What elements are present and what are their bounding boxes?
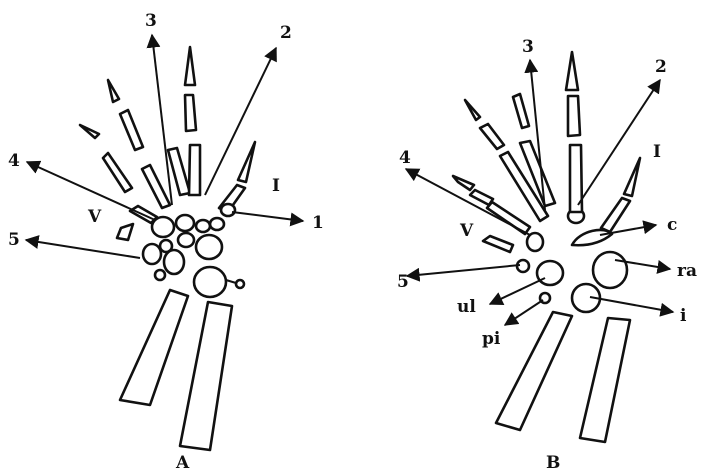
caption-a: A: [175, 453, 190, 473]
label-i-b: i: [680, 306, 687, 326]
label-c-b: c: [667, 215, 677, 235]
label-4-a: 4: [8, 151, 20, 171]
radius-b: [580, 318, 630, 442]
label-ra-b: ra: [677, 261, 697, 281]
arrow-5-b: [407, 265, 520, 276]
carpals-a: [143, 215, 244, 297]
caption-b: B: [546, 453, 560, 473]
radius-a: [180, 302, 232, 450]
arrow-pi-b: [505, 300, 543, 325]
label-pi-b: pi: [482, 329, 501, 349]
digit-iii-a: [108, 80, 170, 208]
ulna-a: [120, 290, 188, 405]
label-1-a: 1: [312, 213, 324, 233]
digit-ii-a: [168, 148, 190, 195]
label-3-b: 3: [522, 37, 534, 57]
arrow-i-b: [590, 297, 673, 312]
label-5-a: 5: [8, 230, 20, 250]
arrow-1-a: [232, 212, 303, 221]
digit-v-a: [117, 224, 133, 240]
digit-i-a: [185, 47, 200, 195]
label-3-a: 3: [145, 11, 157, 31]
arrow-2-b: [578, 80, 660, 205]
label-roman-v-a: V: [87, 207, 102, 227]
panel-b: 3 2 4 5 I V c ra i ul pi B: [397, 37, 697, 473]
label-2-a: 2: [280, 23, 292, 43]
digit-i-b: [566, 52, 582, 212]
label-roman-i-a: I: [272, 176, 280, 196]
label-2-b: 2: [655, 57, 667, 77]
digit-v-b: [483, 236, 513, 252]
label-ul-b: ul: [457, 297, 476, 317]
label-roman-v-b: V: [459, 221, 474, 241]
panel-a: 3 2 4 5 1 I V A: [8, 11, 324, 473]
label-4-b: 4: [399, 148, 411, 168]
arrow-ul-b: [490, 278, 545, 304]
label-roman-i-b: I: [653, 142, 661, 162]
ulna-b: [496, 312, 572, 430]
thumb-b: [601, 158, 640, 232]
arrow-5-a: [26, 240, 140, 258]
label-5-b: 5: [397, 272, 409, 292]
